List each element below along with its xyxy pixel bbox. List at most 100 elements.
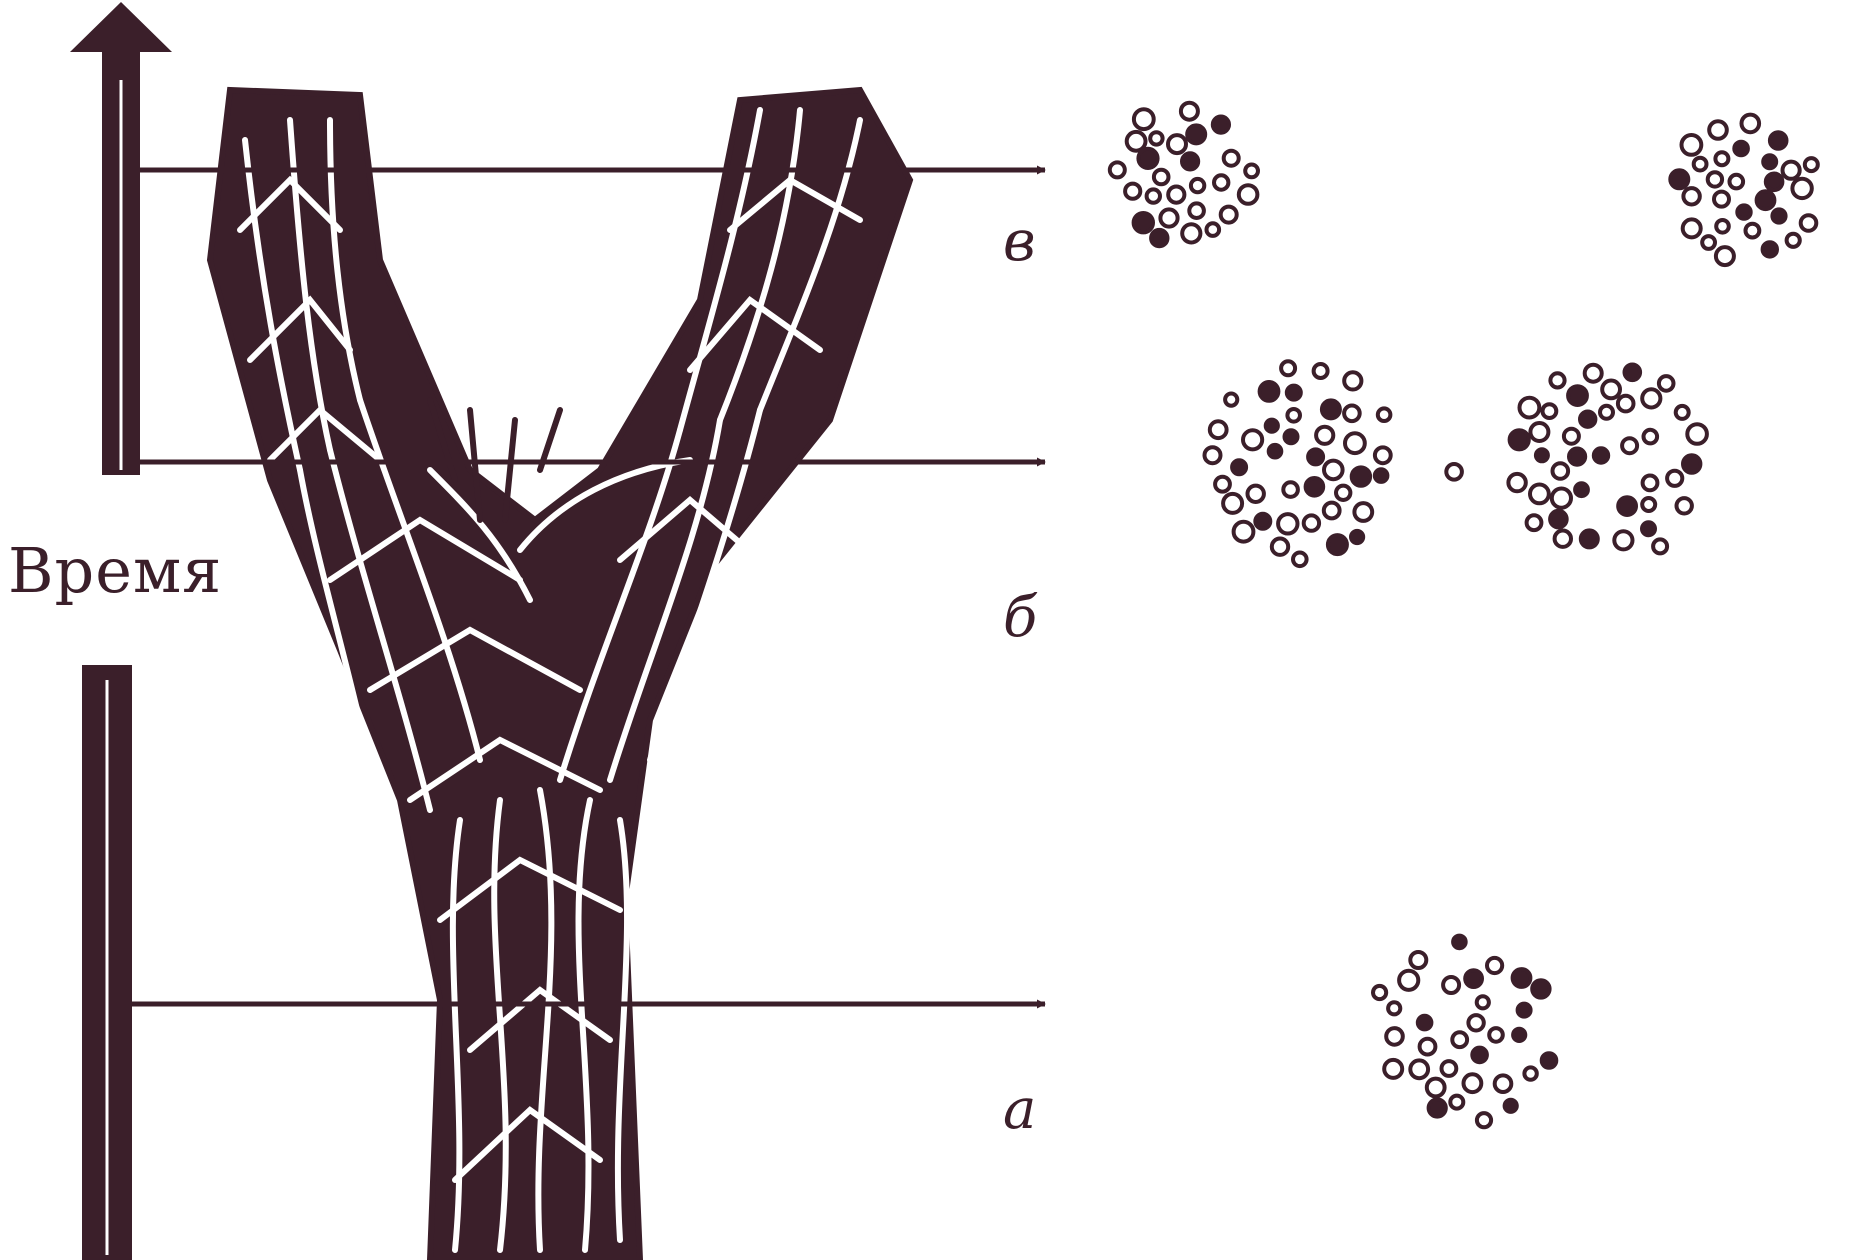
individual-dot xyxy=(1787,234,1800,247)
individual-dot xyxy=(1420,1039,1436,1055)
individual-dot xyxy=(1239,185,1258,204)
individual-dot xyxy=(1182,153,1198,169)
individual-dot xyxy=(1677,498,1692,513)
individual-dot xyxy=(1568,386,1587,405)
individual-dot xyxy=(1150,132,1162,144)
individual-dot xyxy=(1110,162,1125,177)
individual-dot xyxy=(1213,117,1229,133)
individual-dot xyxy=(1625,365,1641,381)
individual-dot xyxy=(1446,464,1462,480)
individual-dot xyxy=(1314,364,1328,378)
individual-dot xyxy=(1510,430,1529,449)
individual-dot xyxy=(1659,376,1674,391)
individual-dot xyxy=(1487,958,1502,973)
individual-dot xyxy=(1757,191,1775,209)
individual-dot xyxy=(1181,103,1198,120)
individual-dot xyxy=(1555,531,1571,547)
individual-dot xyxy=(1375,447,1391,463)
individual-dot xyxy=(1245,165,1258,178)
individual-dot xyxy=(1676,406,1689,419)
individual-dot xyxy=(1716,220,1729,233)
individual-dot xyxy=(1160,209,1177,226)
individual-dot xyxy=(1386,1028,1403,1045)
individual-dot xyxy=(1575,483,1588,496)
individual-dot xyxy=(1805,158,1818,171)
time-axis-label: Время xyxy=(8,540,222,602)
individual-dot xyxy=(1770,132,1787,149)
individual-dot xyxy=(1187,125,1205,143)
individual-dot xyxy=(1683,188,1699,204)
individual-dot xyxy=(1532,980,1549,997)
individual-dot xyxy=(1495,1075,1512,1092)
individual-dot xyxy=(1134,109,1154,129)
individual-dot xyxy=(1328,535,1347,554)
individual-dot xyxy=(1550,511,1567,528)
individual-dot xyxy=(1585,365,1602,382)
individual-dot xyxy=(1125,184,1140,199)
individual-dot xyxy=(1465,970,1482,987)
population-cluster-v-right xyxy=(1670,115,1818,266)
individual-dot xyxy=(1801,215,1817,231)
individual-dot xyxy=(1472,1048,1487,1063)
individual-dot xyxy=(1783,162,1800,179)
individual-dot xyxy=(1147,189,1160,202)
individual-dot xyxy=(1453,936,1466,949)
individual-dot xyxy=(1642,389,1660,407)
individual-dot xyxy=(1468,1015,1483,1030)
individual-dot xyxy=(1530,485,1549,504)
individual-dot xyxy=(1763,242,1777,256)
individual-dot xyxy=(1452,1032,1467,1047)
individual-dot xyxy=(1214,175,1228,189)
individual-dot xyxy=(1600,406,1613,419)
individual-dot xyxy=(1168,187,1184,203)
individual-dot xyxy=(1505,1100,1517,1112)
individual-dot xyxy=(1667,471,1682,486)
lineage-tree xyxy=(210,90,910,1260)
individual-dot xyxy=(1553,463,1569,479)
individual-dot xyxy=(1283,482,1298,497)
individual-dot xyxy=(1234,522,1254,542)
individual-dot xyxy=(1324,503,1340,519)
individual-dot xyxy=(1336,486,1350,500)
individual-dot xyxy=(1653,539,1667,553)
individual-dot xyxy=(1322,400,1340,418)
individual-dot xyxy=(1683,455,1700,472)
individual-dot xyxy=(1266,420,1278,432)
individual-dot xyxy=(1215,477,1230,492)
individual-dot xyxy=(1513,1029,1525,1041)
individual-dot xyxy=(1443,977,1459,993)
individual-dot xyxy=(1243,430,1262,449)
individual-dot xyxy=(1306,478,1324,496)
individual-dot xyxy=(1154,170,1169,185)
population-cluster-b-right xyxy=(1508,365,1706,554)
individual-dot xyxy=(1543,404,1557,418)
individual-dot xyxy=(1168,135,1186,153)
individual-dot xyxy=(1614,531,1632,549)
individual-dot xyxy=(1527,515,1542,530)
individual-dot xyxy=(1477,996,1489,1008)
individual-dot xyxy=(1272,539,1288,555)
individual-dot xyxy=(1221,207,1237,223)
individual-dot xyxy=(1594,448,1608,462)
individual-dot xyxy=(1225,394,1237,406)
section-label-v: в xyxy=(1003,214,1036,270)
individual-dot xyxy=(1709,121,1727,139)
individual-dot xyxy=(1642,522,1655,535)
individual-dot xyxy=(1464,1074,1482,1092)
individual-dot xyxy=(1384,1060,1402,1078)
individual-dot xyxy=(1730,175,1744,189)
population-cluster-v-left xyxy=(1110,103,1258,247)
individual-dot xyxy=(1670,170,1688,188)
individual-dot xyxy=(1708,172,1722,186)
individual-dot xyxy=(1304,515,1319,530)
population-cluster-a xyxy=(1373,936,1556,1128)
individual-dot xyxy=(1714,192,1729,207)
individual-dot xyxy=(1375,469,1388,482)
individual-dot xyxy=(1564,429,1579,444)
individual-dot xyxy=(1552,489,1571,508)
individual-dot xyxy=(1513,969,1531,987)
individual-dot xyxy=(1351,531,1363,543)
individual-dot xyxy=(1189,203,1204,218)
individual-dot xyxy=(1530,423,1548,441)
individual-dot xyxy=(1489,1028,1503,1042)
